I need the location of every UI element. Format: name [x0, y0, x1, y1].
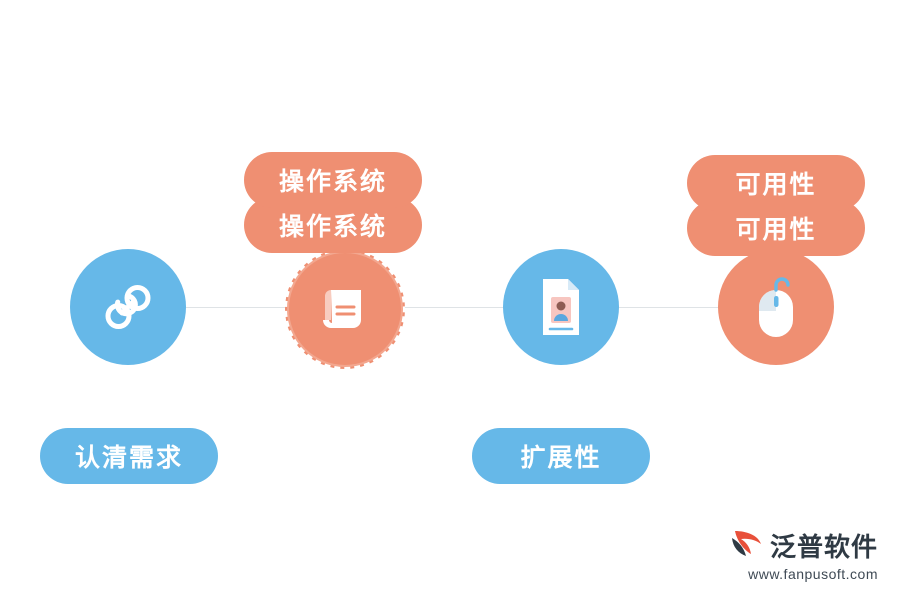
connector-line — [128, 307, 776, 308]
id-card-document-icon — [533, 275, 589, 339]
logo-name: 泛普软件 — [769, 532, 878, 562]
logo-url: www.fanpusoft.com — [748, 566, 878, 582]
label-pill-identify-requirements[interactable]: 认清需求 — [40, 428, 218, 484]
label-pill-scalability[interactable]: 扩展性 — [472, 428, 650, 484]
brand-logo: 泛普软件 www.fanpusoft.com — [730, 527, 878, 582]
node-operating-system[interactable] — [285, 249, 405, 369]
node-id-document[interactable] — [503, 249, 619, 365]
chain-link-icon — [99, 278, 157, 336]
logo-mark-icon — [730, 528, 764, 563]
scroll-document-icon — [317, 281, 373, 337]
node-computer-mouse[interactable] — [718, 249, 834, 365]
node-chain-link[interactable] — [70, 249, 186, 365]
label-pill-operating-system[interactable]: 操作系统 — [244, 152, 422, 208]
label-pill-availability[interactable]: 可用性 — [687, 155, 865, 211]
computer-mouse-icon — [749, 276, 803, 338]
